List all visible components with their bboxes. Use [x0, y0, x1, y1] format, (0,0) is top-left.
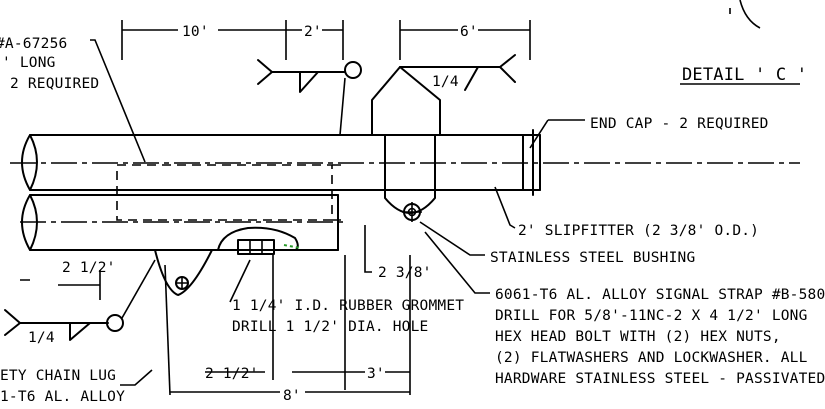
weld-symbol-left	[4, 259, 156, 341]
grommet-note-line-1: 1 1/4' I.D. RUBBER GROMMET	[232, 298, 464, 314]
strap-note-line-2: DRILL FOR 5/8'-11NC-2 X 4 1/2' LONG	[495, 308, 808, 324]
strap-note-line-3: HEX HEAD BOLT WITH (2) HEX NUTS,	[495, 329, 781, 345]
slipfitter-extension	[332, 164, 345, 221]
slipfitter-label: 2' SLIPFITTER (2 3/8' O.D.)	[518, 223, 759, 239]
end-cap-label: END CAP - 2 REQUIRED	[590, 116, 769, 132]
bushing-label: STAINLESS STEEL BUSHING	[490, 250, 695, 266]
dimension-2-top: 2'	[304, 24, 322, 40]
weld-symbol-strap	[399, 54, 516, 91]
dimension-10: 10'	[182, 24, 209, 40]
strap-note-line-5: HARDWARE STAINLESS STEEL - PASSIVATED	[495, 371, 825, 387]
dimension-lines-top	[121, 20, 531, 60]
dimension-2-1-2-left: 2 1/2'	[62, 260, 116, 276]
lower-tube	[21, 194, 339, 251]
dimension-6: 6'	[460, 24, 478, 40]
weld-size-left: 1/4	[28, 330, 55, 346]
chain-lug-line-1: ETY CHAIN LUG	[0, 368, 116, 384]
weld-symbol-top	[257, 59, 362, 136]
long-fragment: ' LONG	[2, 55, 56, 71]
rubber-grommet	[217, 226, 301, 255]
part-number-top: #A-67256	[0, 36, 67, 52]
dimension-3: 3'	[367, 366, 385, 382]
chain-lug-line-2: 1-T6 AL. ALLOY	[0, 389, 125, 405]
dimension-2-3-8: 2 3/8'	[378, 265, 432, 281]
grommet-note-line-2: DRILL 1 1/2' DIA. HOLE	[232, 319, 428, 335]
detail-corner	[729, 0, 761, 29]
signal-strap	[371, 66, 441, 222]
safety-chain-lug	[154, 249, 213, 296]
strap-note-line-4: (2) FLATWASHERS AND LOCKWASHER. ALL	[495, 350, 808, 366]
detail-label: DETAIL ' C '	[682, 65, 807, 85]
required-two: 2 REQUIRED	[10, 76, 99, 92]
leader-lines	[20, 39, 585, 396]
upper-tube	[21, 134, 541, 191]
dimension-2-1-2-bottom: 2 1/2'	[205, 366, 259, 382]
slipfitter-hidden-outline	[116, 164, 333, 221]
strap-note-line-1: 6061-T6 AL. ALLOY SIGNAL STRAP #B-58094	[495, 287, 825, 303]
end-cap	[522, 129, 541, 196]
dimension-8: 8'	[283, 388, 301, 404]
weld-size-top: 1/4	[432, 74, 459, 90]
